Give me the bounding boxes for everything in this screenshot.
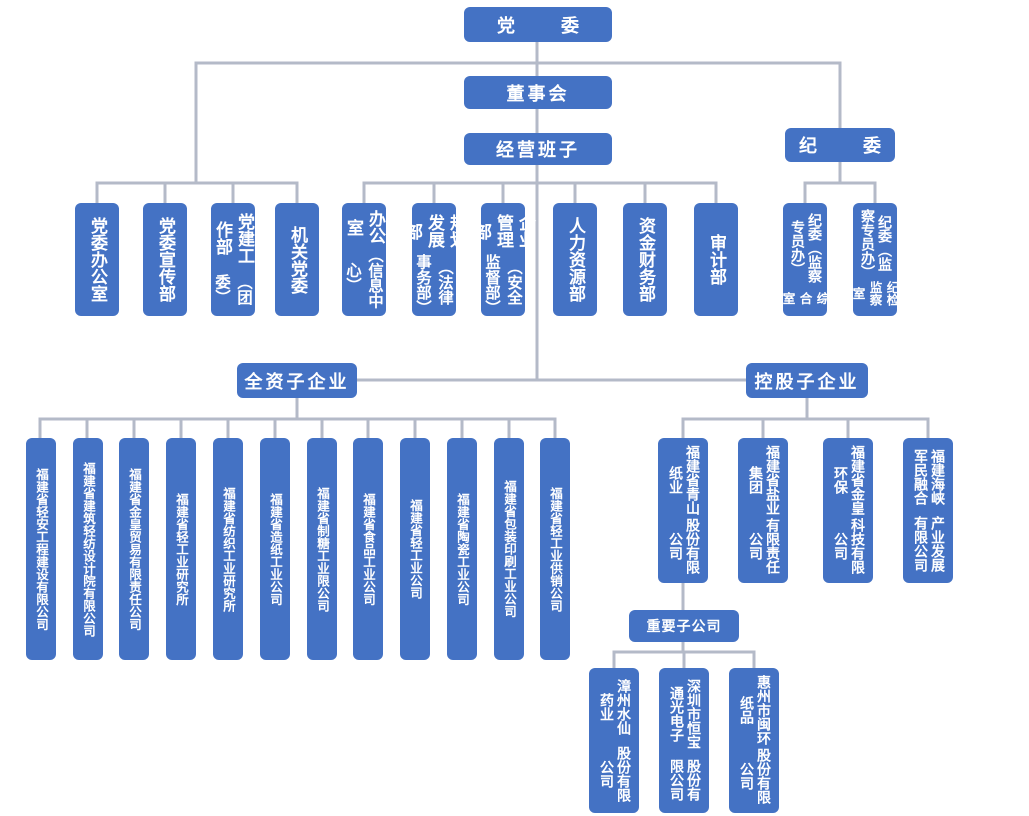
important-item-label: 惠州市闽环纸品 [738, 674, 771, 745]
holding-item[interactable]: 福建省金皇环保 科技有限公司 [823, 438, 873, 583]
holding-header[interactable]: 控股子企业 [746, 363, 868, 398]
holding-item[interactable]: 福建省青山纸业 股份有限公司 [658, 438, 708, 583]
wholly-owned-item[interactable]: 福建省纺织工业研究所 [213, 438, 243, 660]
dept-organ-committee[interactable]: 机关党委 [275, 203, 319, 316]
wholly-owned-item-label: 福建省金皇贸易有限责任公司 [127, 467, 142, 631]
important-item-sublabel: 股份有限公司 [598, 745, 631, 802]
holding-item-sublabel: 有限责任公司 [747, 518, 780, 575]
holding-item-sublabel: 股份有限公司 [667, 518, 700, 575]
dept-discipline-general[interactable]: 纪委（监察专员办） 综合室 [781, 203, 830, 316]
important-item-sublabel: 股份有限公司 [738, 748, 771, 805]
wholly-owned-item-label: 福建省食品工业公司 [361, 492, 376, 606]
management-box[interactable]: 经营班子 [464, 133, 612, 165]
holding-item-label: 福建海峡军民融合 [912, 449, 945, 506]
important-item[interactable]: 惠州市闽环纸品 股份有限公司 [729, 668, 779, 813]
holding-item-label: 福建省金皇环保 [832, 444, 865, 515]
wholly-owned-title: 全资子企业 [244, 371, 350, 393]
dept-finance[interactable]: 资金财务部 [623, 203, 667, 316]
dept-discipline-inspection-label: 纪委（监察专员办） [859, 209, 892, 279]
holding-item[interactable]: 福建省盐业集团 有限责任公司 [738, 438, 788, 583]
dept-discipline-inspection[interactable]: 纪委（监察专员办） 纪检监察室 [851, 203, 900, 316]
dept-audit[interactable]: 审计部 [694, 203, 738, 316]
dept-finance-label: 资金财务部 [635, 217, 655, 302]
important-title: 重要子公司 [646, 619, 722, 635]
dept-office[interactable]: 办公室 （信息中心） [342, 203, 386, 316]
wholly-owned-item-label: 福建省制糖工业限公司 [315, 486, 330, 612]
holding-item-sublabel: 科技有限公司 [832, 518, 865, 575]
dept-office-sublabel: （信息中心） [344, 246, 384, 309]
wholly-owned-item[interactable]: 福建省轻工业公司 [400, 438, 430, 660]
wholly-owned-item[interactable]: 福建省食品工业公司 [353, 438, 383, 660]
dept-party-publicity-label: 党委宣传部 [155, 217, 175, 302]
dept-party-building-label: 党建工作部 [212, 212, 254, 264]
management-label: 经营班子 [496, 140, 580, 161]
important-item-label: 漳州水仙药业 [598, 679, 631, 736]
party-committee-label: 党 委 [497, 15, 593, 37]
holding-item[interactable]: 福建海峡军民融合 产业发展有限公司 [903, 438, 953, 583]
dept-party-building-sublabel: （团委） [213, 273, 253, 305]
dept-hr-label: 人力资源部 [565, 217, 585, 302]
wholly-owned-item-label: 福建省轻工业研究所 [174, 492, 189, 606]
wholly-owned-item-label: 福建省包装印刷工业公司 [502, 480, 517, 618]
wholly-owned-item[interactable]: 福建省轻安工程建设有限公司 [26, 438, 56, 660]
discipline-committee-box[interactable]: 纪 委 [785, 128, 895, 162]
important-item[interactable]: 漳州水仙药业 股份有限公司 [589, 668, 639, 813]
dept-party-publicity[interactable]: 党委宣传部 [143, 203, 187, 316]
wholly-owned-item-label: 福建省轻工业供销公司 [548, 486, 563, 612]
holding-item-sublabel: 产业发展有限公司 [912, 515, 945, 572]
wholly-owned-item-label: 福建省建筑轻纺设计院有限公司 [81, 461, 96, 637]
wholly-owned-header[interactable]: 全资子企业 [237, 363, 357, 398]
wholly-owned-item[interactable]: 福建省制糖工业限公司 [307, 438, 337, 660]
important-item-label: 深圳市恒宝通光电子 [668, 678, 701, 749]
dept-discipline-general-label: 纪委（监察专员办） [789, 212, 822, 283]
wholly-owned-item-label: 福建省轻安工程建设有限公司 [34, 467, 49, 631]
dept-discipline-general-sublabel: 综合室 [780, 292, 830, 305]
wholly-owned-item-label: 福建省轻工业公司 [408, 499, 423, 599]
dept-party-office-label: 党委办公室 [87, 217, 107, 302]
board-box[interactable]: 董事会 [464, 76, 612, 109]
wholly-owned-item[interactable]: 福建省建筑轻纺设计院有限公司 [73, 438, 103, 660]
wholly-owned-item[interactable]: 福建省造纸工业公司 [260, 438, 290, 660]
dept-enterprise-management[interactable]: 企业管理部 （安全监督部） [471, 203, 535, 316]
wholly-owned-item[interactable]: 福建省金皇贸易有限责任公司 [119, 438, 149, 660]
dept-organ-committee-label: 机关党委 [287, 225, 307, 294]
dept-office-label: 办公室 [343, 210, 385, 245]
dept-discipline-inspection-sublabel: 纪检监察室 [850, 280, 900, 306]
important-item-sublabel: 股份有限公司 [668, 759, 701, 802]
dept-party-office[interactable]: 党委办公室 [75, 203, 119, 316]
dept-audit-label: 审计部 [706, 234, 726, 285]
dept-planning-label: 规划发展部 [402, 214, 466, 249]
dept-hr[interactable]: 人力资源部 [553, 203, 597, 316]
wholly-owned-item-label: 福建省造纸工业公司 [268, 492, 283, 606]
holding-item-label: 福建省盐业集团 [747, 444, 780, 515]
wholly-owned-item[interactable]: 福建省轻工业研究所 [166, 438, 196, 660]
holding-title: 控股子企业 [754, 371, 860, 393]
wholly-owned-item[interactable]: 福建省陶瓷工业公司 [447, 438, 477, 660]
wholly-owned-item-label: 福建省陶瓷工业公司 [455, 492, 470, 606]
dept-planning-sublabel: （法律事务部） [414, 253, 454, 315]
discipline-committee-label: 纪 委 [799, 136, 895, 157]
important-header[interactable]: 重要子公司 [629, 610, 739, 642]
wholly-owned-item[interactable]: 福建省轻工业供销公司 [540, 438, 570, 660]
dept-enterprise-management-label: 企业管理部 [471, 214, 535, 249]
party-committee-box[interactable]: 党 委 [464, 7, 612, 42]
holding-item-label: 福建省青山纸业 [667, 444, 700, 515]
important-item[interactable]: 深圳市恒宝通光电子 股份有限公司 [659, 668, 709, 813]
wholly-owned-item-label: 福建省纺织工业研究所 [221, 486, 236, 612]
dept-planning[interactable]: 规划发展部 （法律事务部） [402, 203, 466, 316]
wholly-owned-item[interactable]: 福建省包装印刷工业公司 [494, 438, 524, 660]
dept-party-building[interactable]: 党建工作部 （团委） [211, 203, 255, 316]
board-label: 董事会 [506, 83, 570, 105]
dept-enterprise-management-sublabel: （安全监督部） [483, 253, 523, 315]
